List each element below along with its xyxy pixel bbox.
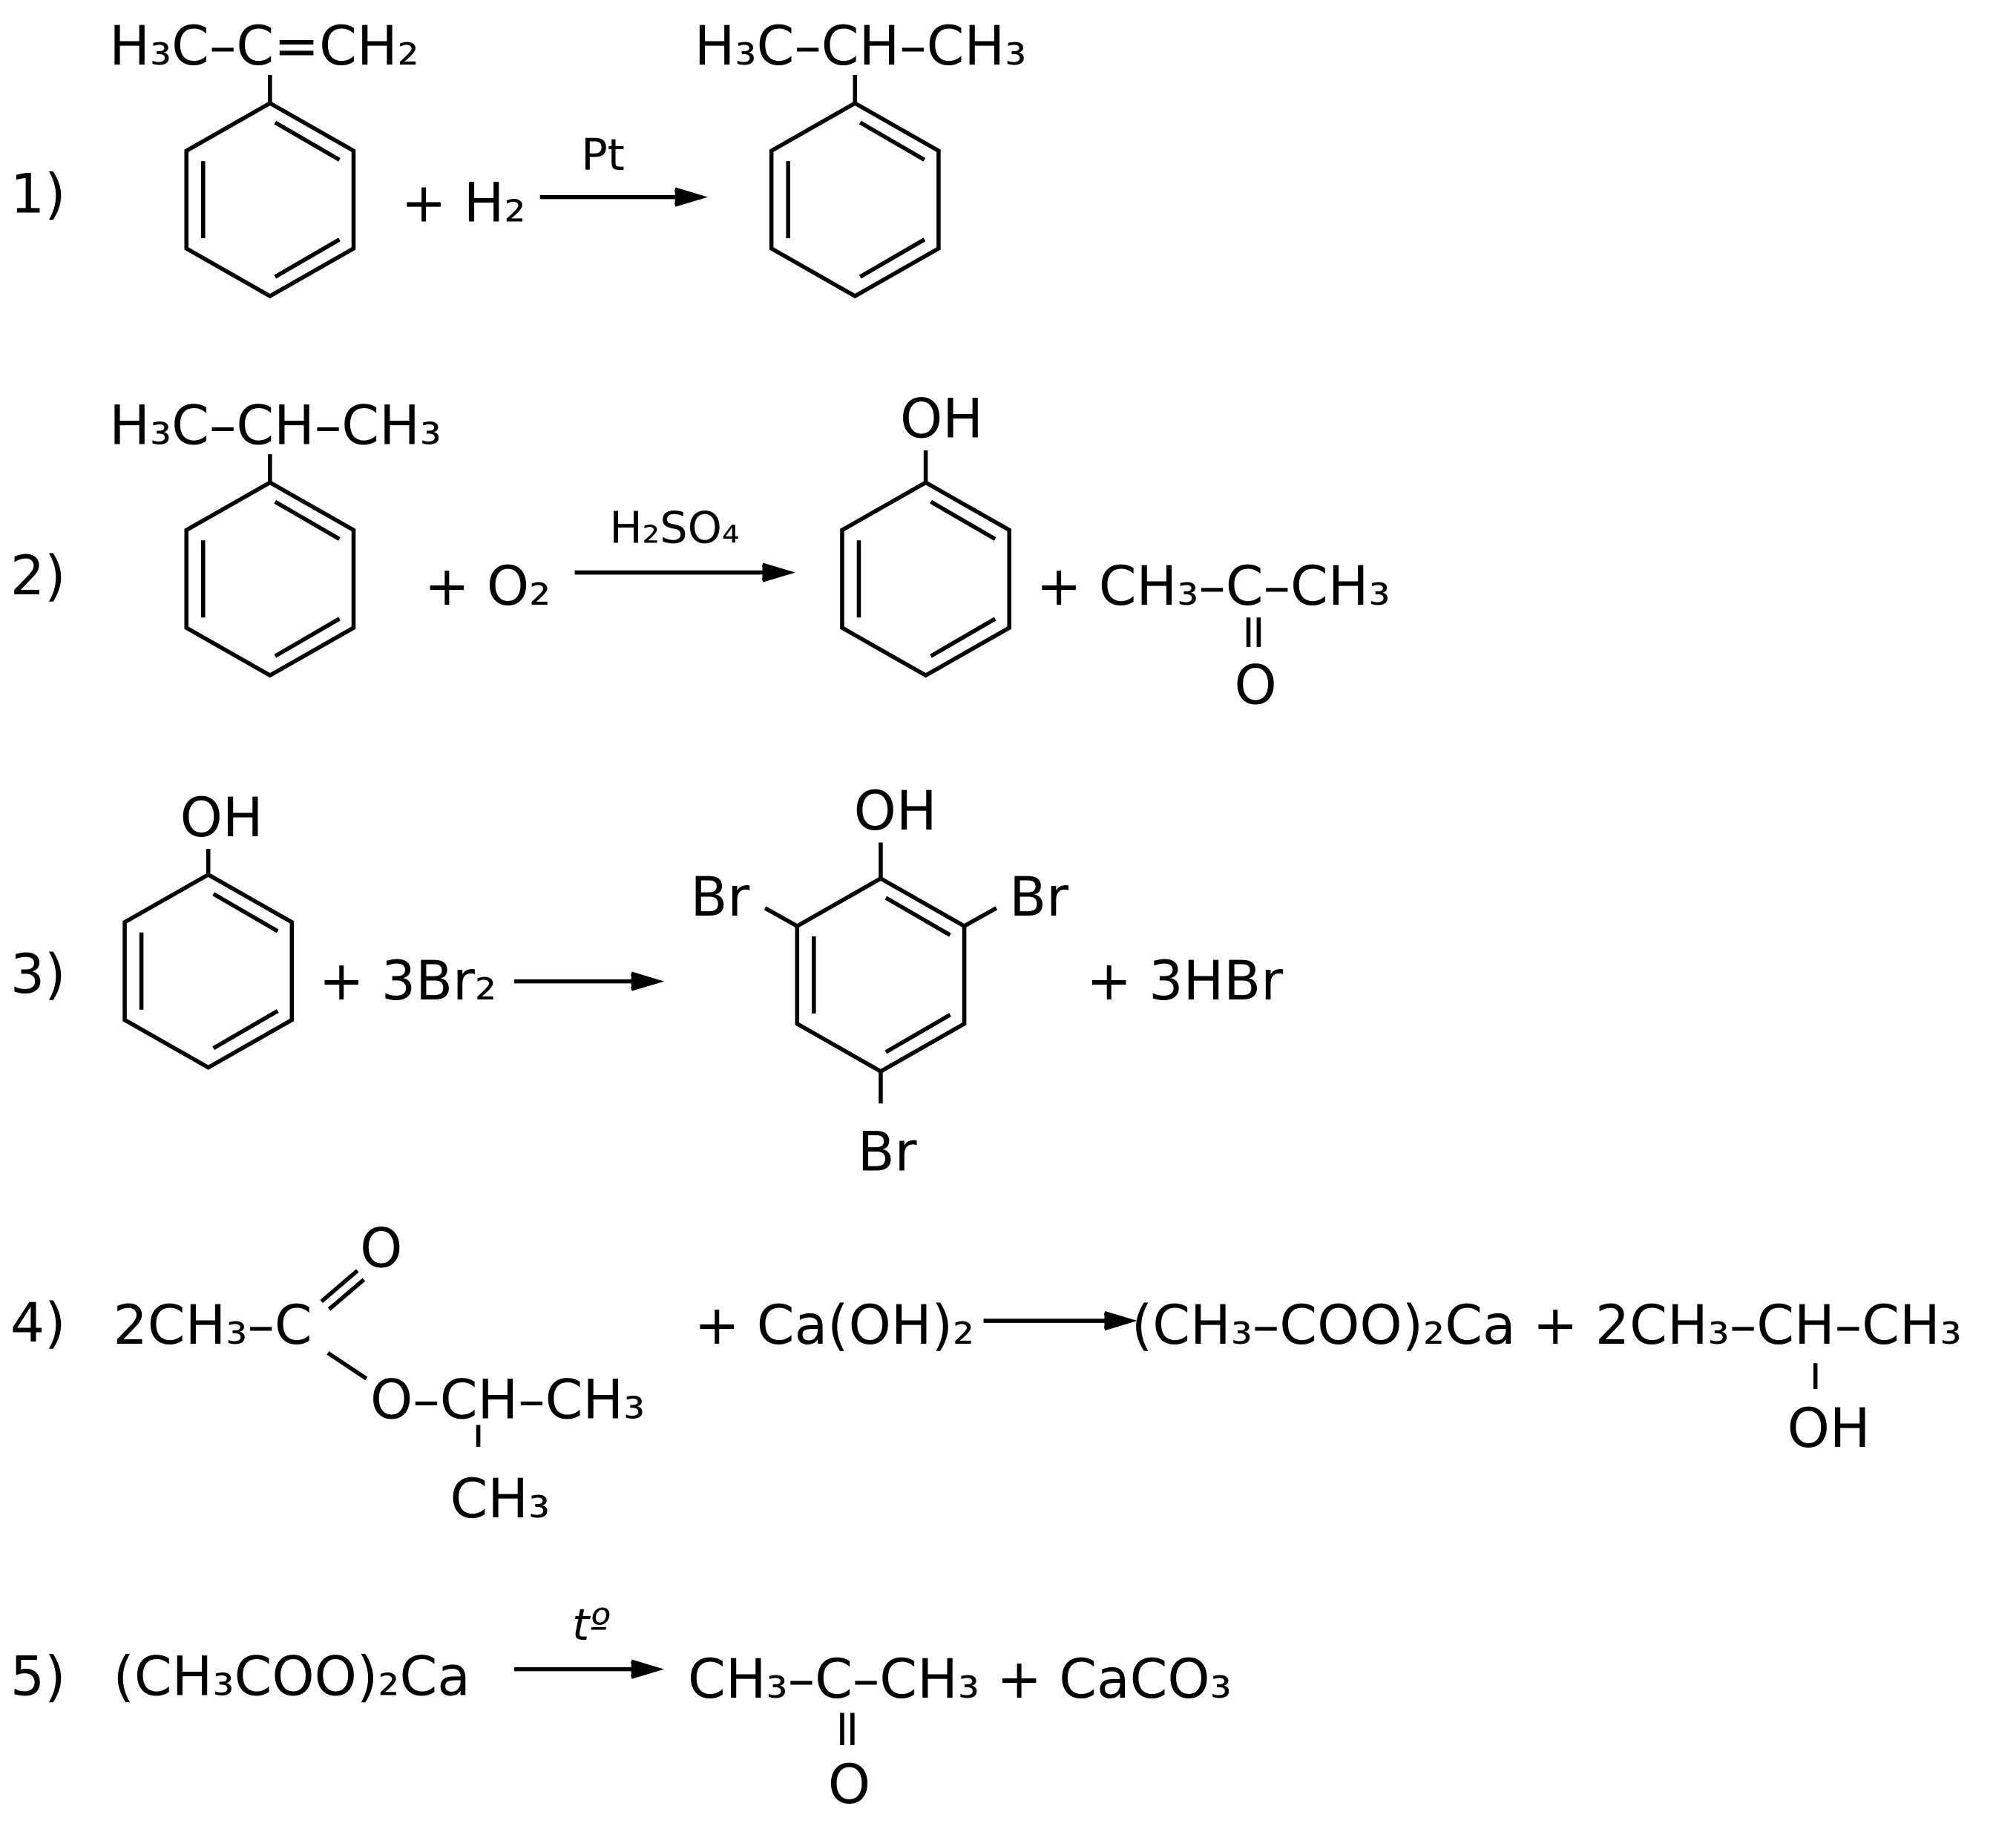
hydroxyl-label: OH (854, 780, 937, 843)
reaction-3: 3) OH + 3Br₂ OH Br Br Br + 3HBr (10, 780, 1283, 1183)
benzene-ring (184, 480, 356, 678)
benzene-ring (122, 872, 295, 1070)
hydroxyl-label: OH (900, 388, 983, 451)
carbonyl-oxygen: O (1234, 654, 1276, 717)
substituent-formula: H₃C–C=CH₂ (109, 15, 419, 78)
reaction-1: 1) H₃C–C=CH₂ + H₂ Pt H₃C–CH–CH₃ (10, 15, 1027, 299)
substituent-formula: H₃C–CH–CH₃ (109, 394, 441, 457)
heat-condition: tº (572, 1599, 610, 1650)
carbonyl-oxygen: O (360, 1217, 402, 1280)
benzene-ring (184, 100, 356, 299)
carbonyl-oxygen: O (828, 1753, 870, 1816)
reaction-4: 4) 2CH₃–C O O–CH–CH₃ CH₃ + Ca(OH)₂ (CH₃–… (10, 1217, 1962, 1531)
benzene-ring (840, 480, 1012, 678)
reaction-number: 2) (10, 545, 66, 608)
coreactant: + O₂ (424, 555, 551, 618)
catalyst-label: H₂SO₄ (609, 502, 739, 554)
coreactant: + H₂ (401, 172, 526, 235)
bromo-left: Br (691, 866, 750, 929)
reaction-number: 4) (10, 1292, 66, 1355)
acetone-formula: + CH₃–C–CH₃ (1037, 555, 1390, 618)
reaction-2: 2) H₃C–CH–CH₃ + O₂ H₂SO₄ OH + CH₃–C–CH₃ … (10, 388, 1390, 718)
reaction-5: 5) (CH₃COO)₂Ca tº CH₃–C–CH₃ + CaCO₃ O (10, 1599, 1232, 1816)
bromo-right: Br (1009, 866, 1068, 929)
ester-chain: O–CH–CH₃ (370, 1369, 645, 1432)
products-formula: (CH₃–COO)₂Ca + 2CH₃–CH–CH₃ (1132, 1294, 1962, 1357)
bromo-bottom: Br (858, 1120, 917, 1183)
coreactant: + 3Br₂ (319, 950, 496, 1013)
reaction-number: 3) (10, 943, 66, 1006)
double-bond (320, 1269, 359, 1304)
bond-line (326, 1351, 368, 1381)
catalyst-label: Pt (581, 129, 625, 180)
ester-left: 2CH₃–C (113, 1294, 312, 1357)
ester-branch: CH₃ (450, 1468, 550, 1531)
benzene-ring (769, 100, 941, 299)
hydroxyl-label: OH (1787, 1397, 1871, 1460)
byproduct: + 3HBr (1086, 950, 1283, 1013)
reaction-number: 5) (10, 1645, 66, 1708)
products-formula: CH₃–C–CH₃ + CaCO₃ (688, 1648, 1232, 1711)
reaction-number: 1) (10, 162, 66, 226)
reactant-formula: (CH₃COO)₂Ca (113, 1645, 470, 1708)
double-bond (327, 1278, 366, 1311)
hydroxyl-label: OH (180, 787, 263, 850)
benzene-ring (764, 876, 998, 1104)
product-substituent: H₃C–CH–CH₃ (695, 15, 1027, 78)
coreactant: + Ca(OH)₂ (695, 1294, 974, 1357)
